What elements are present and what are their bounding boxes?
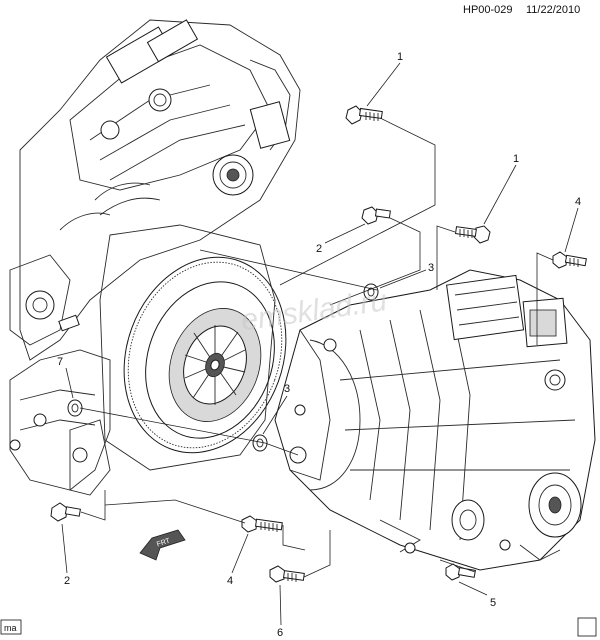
bolt-6 <box>269 565 305 583</box>
bolt-1-lower <box>454 225 491 244</box>
engine-assembly <box>9 19 301 496</box>
diagram-date: 11/22/2010 <box>526 4 580 16</box>
callout-3-lower: 3 <box>284 383 290 395</box>
callout-1-upper: 1 <box>397 51 403 63</box>
bolt-2-upper <box>361 206 391 225</box>
diagram-code: HP00-029 <box>463 4 513 16</box>
leader-lines <box>61 62 579 626</box>
callout-4-upper: 4 <box>575 196 581 208</box>
reference-box <box>577 617 597 637</box>
corner-tag: ma <box>0 619 22 635</box>
callout-3-upper: 3 <box>428 262 434 274</box>
bolt-2-lower <box>50 502 81 522</box>
transmission-assembly <box>274 269 596 571</box>
flywheel-clutch <box>99 224 287 471</box>
callout-2-lower: 2 <box>64 575 70 587</box>
callout-2-upper: 2 <box>316 243 322 255</box>
callout-6: 6 <box>277 627 283 639</box>
bolt-4-upper <box>552 251 587 269</box>
bolt-4-lower <box>241 515 283 533</box>
corner-tag-label: ma <box>4 623 17 633</box>
callout-5: 5 <box>490 597 496 609</box>
bolt-5 <box>445 563 476 581</box>
callout-labels: 1 1 2 2 3 3 4 4 5 6 7 <box>57 51 581 639</box>
callout-7: 7 <box>57 356 63 368</box>
bolt-1-upper <box>345 105 383 125</box>
alignment-lines <box>79 117 554 578</box>
front-arrow-label: FRT <box>156 537 172 548</box>
callout-4-lower: 4 <box>227 575 233 587</box>
callout-1-lower: 1 <box>513 153 519 165</box>
dowel-7 <box>67 399 83 417</box>
front-arrow-icon: FRT <box>139 529 186 561</box>
